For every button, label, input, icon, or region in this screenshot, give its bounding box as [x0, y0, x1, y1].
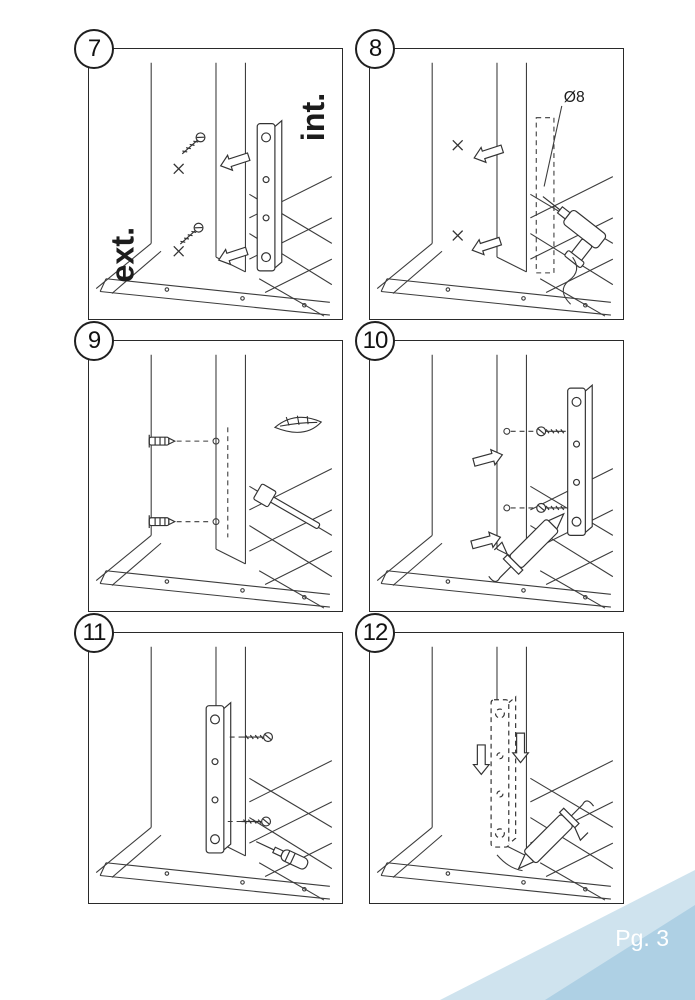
drill-guide-dashes	[535, 117, 555, 274]
diameter-leader-line	[543, 105, 563, 187]
step-8-drawing: Ø8	[376, 62, 614, 317]
step-panel-12: 12	[355, 613, 624, 904]
step-panel-7: 7 int. ext.	[74, 29, 343, 320]
page-number-label: Pg. 3	[615, 925, 669, 951]
position-cross-icon	[173, 163, 185, 175]
position-cross-icon	[452, 229, 464, 242]
wall-plug-icon	[148, 434, 176, 449]
sealant-bead	[496, 854, 523, 872]
step-panel-11: 11	[74, 613, 343, 904]
drill-hole	[503, 504, 511, 512]
slide-down-arrow-icon	[472, 744, 490, 775]
strike-plate-dashed-icon	[490, 696, 517, 848]
press-arrow-icon	[215, 242, 250, 269]
position-cross-icon	[173, 245, 185, 257]
feather-icon	[274, 411, 323, 437]
step-number: 8	[368, 35, 382, 62]
diameter-label: Ø8	[564, 89, 585, 106]
wall-plug-icon	[148, 514, 176, 529]
position-cross-icon	[452, 139, 464, 151]
step-number: 11	[82, 619, 107, 646]
press-arrow-icon	[469, 233, 504, 259]
screw-icon	[178, 130, 208, 158]
press-arrow-icon	[471, 140, 506, 166]
guide-dashes	[510, 430, 537, 509]
step-number-badge: 12	[355, 613, 395, 653]
step-7-drawing: int. ext.	[95, 62, 333, 317]
step-number: 12	[362, 619, 389, 646]
step-number-badge: 8	[355, 29, 395, 69]
step-10-drawing	[376, 354, 614, 609]
drill-hole	[212, 437, 220, 445]
step-number: 9	[87, 327, 101, 354]
screw-icon	[242, 732, 274, 743]
strike-plate-icon	[256, 120, 283, 272]
step-number-badge: 7	[74, 29, 114, 69]
step-number: 10	[362, 327, 389, 354]
step-panel-10: 10	[355, 321, 624, 612]
hammer-icon	[252, 482, 324, 535]
step-11-drawing	[95, 646, 333, 901]
interior-label: int.	[295, 93, 331, 142]
drill-cord	[562, 256, 578, 305]
strike-plate-icon	[205, 702, 232, 854]
bolt-icon	[536, 426, 567, 437]
step-panel-9: 9	[74, 321, 343, 612]
step-grid: 7 int. ext. 8	[74, 29, 624, 904]
screwdriver-icon	[253, 835, 311, 872]
step-number: 7	[87, 35, 101, 62]
drill-hole	[503, 427, 511, 435]
step-panel-8: 8 Ø8	[355, 29, 624, 320]
exterior-label: ext.	[105, 227, 141, 283]
door-frame-corner-drawing	[95, 354, 333, 609]
screw-icon	[176, 220, 206, 248]
step-9-drawing	[95, 354, 333, 609]
step-number-badge: 9	[74, 321, 114, 361]
step-number-badge: 10	[355, 321, 395, 361]
strike-plate-icon	[567, 384, 593, 536]
step-12-drawing	[376, 646, 614, 901]
guide-dashes	[176, 440, 213, 523]
press-arrow-icon	[217, 148, 252, 174]
drill-hole	[212, 518, 220, 526]
press-arrow-icon	[471, 446, 505, 471]
step-number-badge: 11	[74, 613, 114, 653]
